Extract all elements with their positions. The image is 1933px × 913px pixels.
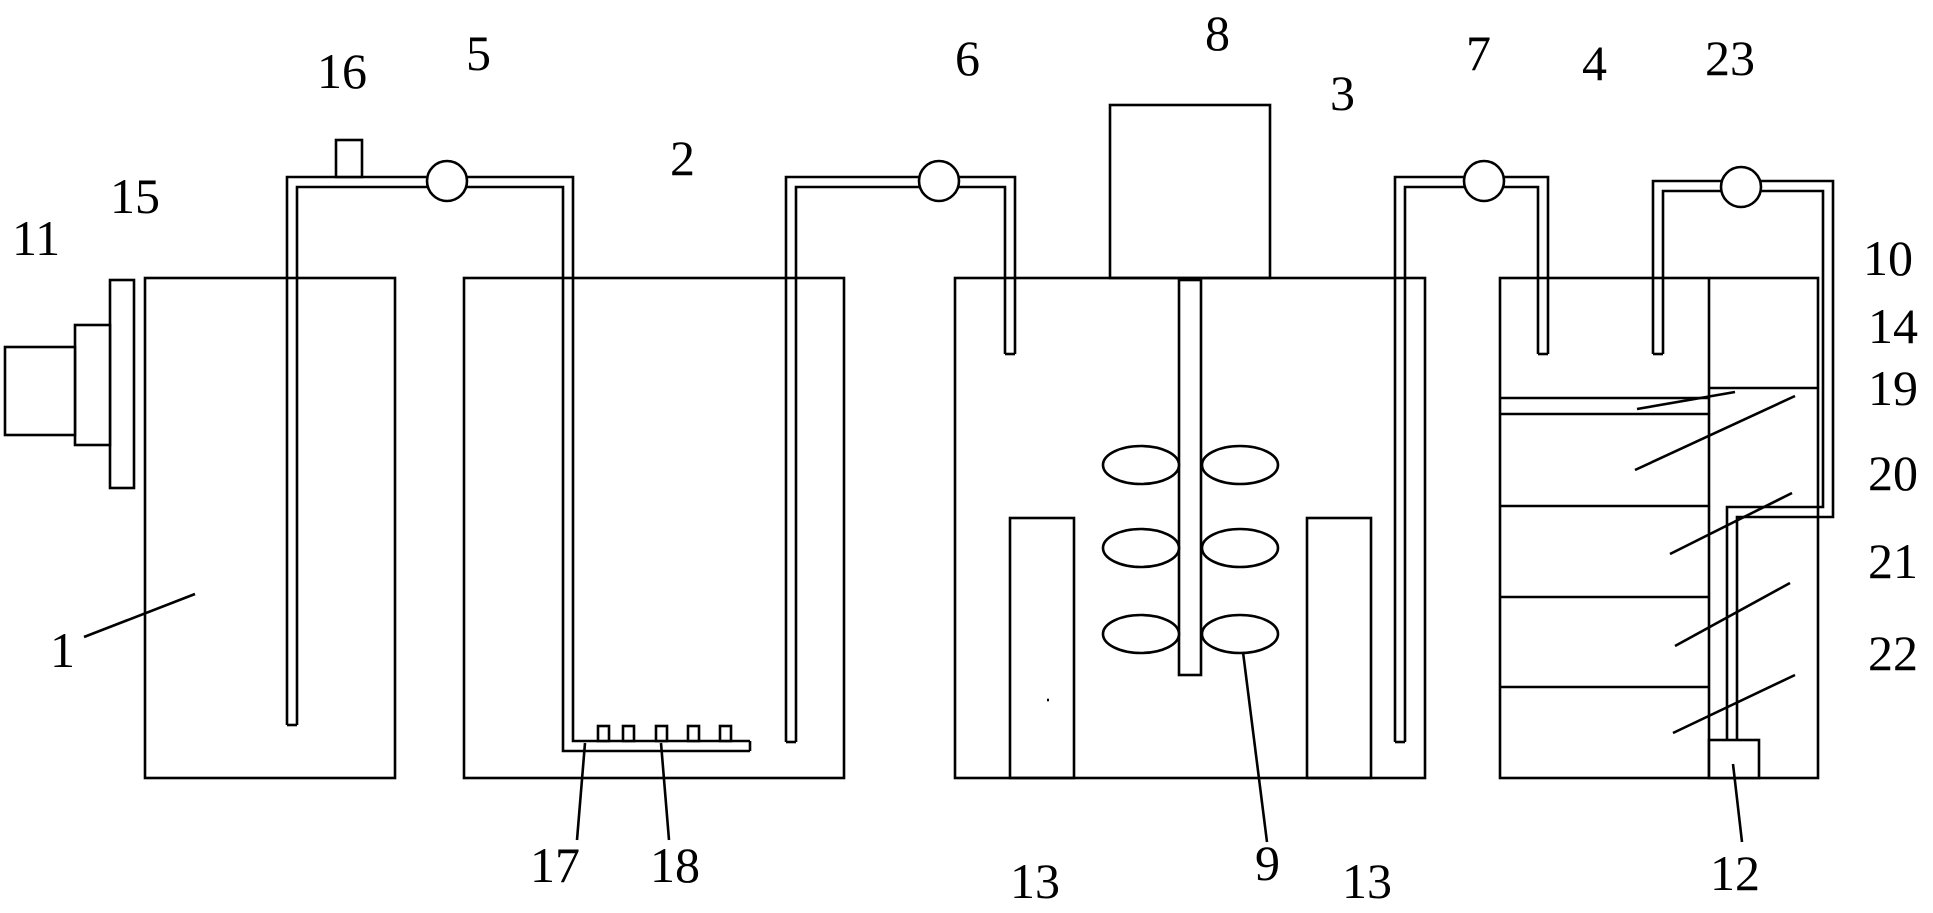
impellers-9 bbox=[1101, 444, 1280, 655]
label-7: 7 bbox=[1466, 25, 1491, 81]
nozzle-18 bbox=[621, 724, 636, 743]
pipe-5 bbox=[285, 175, 752, 753]
label-17: 17 bbox=[530, 837, 580, 893]
plate-15 bbox=[108, 278, 136, 490]
label-10: 10 bbox=[1863, 230, 1913, 286]
label-2: 2 bbox=[670, 130, 695, 186]
nozzle-18 bbox=[654, 724, 669, 743]
pipe-6 bbox=[784, 175, 1017, 744]
impeller-blade bbox=[1101, 527, 1181, 569]
label-13-left: 13 bbox=[1010, 853, 1060, 908]
label-6: 6 bbox=[955, 30, 980, 86]
label-12: 12 bbox=[1710, 845, 1760, 901]
label-14: 14 bbox=[1868, 298, 1918, 354]
pipe-23 bbox=[1651, 179, 1835, 740]
label-19: 19 bbox=[1868, 360, 1918, 416]
baffle-13-right bbox=[1305, 516, 1373, 780]
stirrer-motor-8 bbox=[1108, 103, 1272, 280]
baffle-13-left bbox=[1008, 516, 1076, 780]
impeller-blade bbox=[1200, 527, 1280, 569]
label-8: 8 bbox=[1205, 5, 1230, 61]
impeller-blade bbox=[1101, 613, 1181, 655]
label-22: 22 bbox=[1868, 625, 1918, 681]
motor-11 bbox=[3, 345, 77, 437]
tank-4 bbox=[1498, 276, 1820, 780]
nozzle-18 bbox=[686, 724, 701, 743]
label-18: 18 bbox=[650, 837, 700, 893]
label-5: 5 bbox=[466, 25, 491, 81]
label-16: 16 bbox=[317, 43, 367, 99]
nozzle-18 bbox=[718, 724, 733, 743]
impeller-blade bbox=[1200, 444, 1280, 486]
pipe-7 bbox=[1393, 175, 1550, 744]
pump-6 bbox=[917, 159, 961, 203]
valve-16 bbox=[334, 138, 364, 179]
label-3: 3 bbox=[1330, 65, 1355, 121]
aerator-17 bbox=[596, 724, 733, 743]
tank-1 bbox=[143, 276, 397, 780]
pump-7 bbox=[1462, 159, 1506, 203]
label-4: 4 bbox=[1582, 35, 1607, 91]
label-1: 1 bbox=[50, 622, 75, 678]
stirrer-shaft bbox=[1177, 278, 1203, 677]
tank-3 bbox=[953, 276, 1427, 780]
pump-23 bbox=[1719, 165, 1763, 209]
tank-2 bbox=[462, 276, 846, 780]
label-20: 20 bbox=[1868, 445, 1918, 501]
tank-1-body bbox=[143, 276, 397, 780]
label-23: 23 bbox=[1705, 30, 1755, 86]
pump-5 bbox=[425, 159, 469, 203]
label-11: 11 bbox=[12, 210, 60, 266]
label-9: 9 bbox=[1255, 835, 1280, 891]
impeller-blade bbox=[1200, 613, 1280, 655]
impeller-blade bbox=[1101, 444, 1181, 486]
label-15: 15 bbox=[110, 168, 160, 224]
nozzle-18 bbox=[596, 724, 611, 743]
label-13-right: 13 bbox=[1342, 853, 1392, 908]
motor-11-coupling bbox=[73, 323, 112, 447]
label-21: 21 bbox=[1868, 533, 1918, 589]
leader-lines bbox=[83, 390, 1796, 843]
